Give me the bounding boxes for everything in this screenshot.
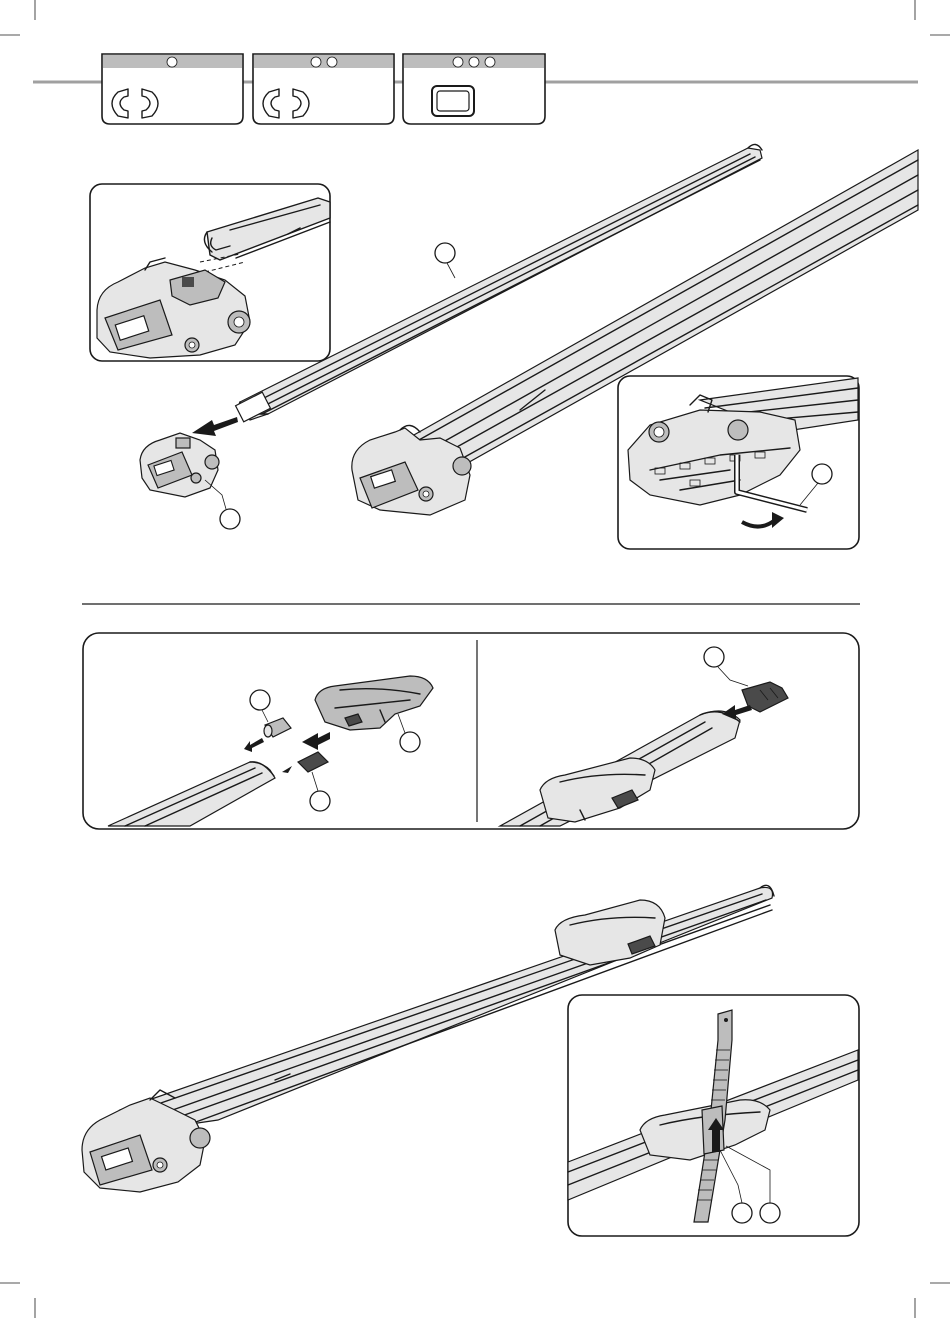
variant-tab-2	[253, 54, 394, 124]
dot-icon	[469, 57, 479, 67]
dot-icon	[327, 57, 337, 67]
dot-icon	[453, 57, 463, 67]
dot-icon	[485, 57, 495, 67]
rail-insert-detail	[90, 184, 330, 361]
variant-tab-1	[102, 54, 243, 124]
callout-rail	[435, 243, 455, 278]
hex-key-tighten-detail	[618, 376, 859, 549]
dot-icon	[167, 57, 177, 67]
strap-detail	[568, 995, 859, 1236]
insert-arrow-icon	[192, 417, 238, 436]
variant-tab-3	[403, 54, 545, 124]
foot-small	[140, 433, 219, 497]
dot-icon	[311, 57, 321, 67]
clamp-closed-icon	[432, 86, 474, 116]
